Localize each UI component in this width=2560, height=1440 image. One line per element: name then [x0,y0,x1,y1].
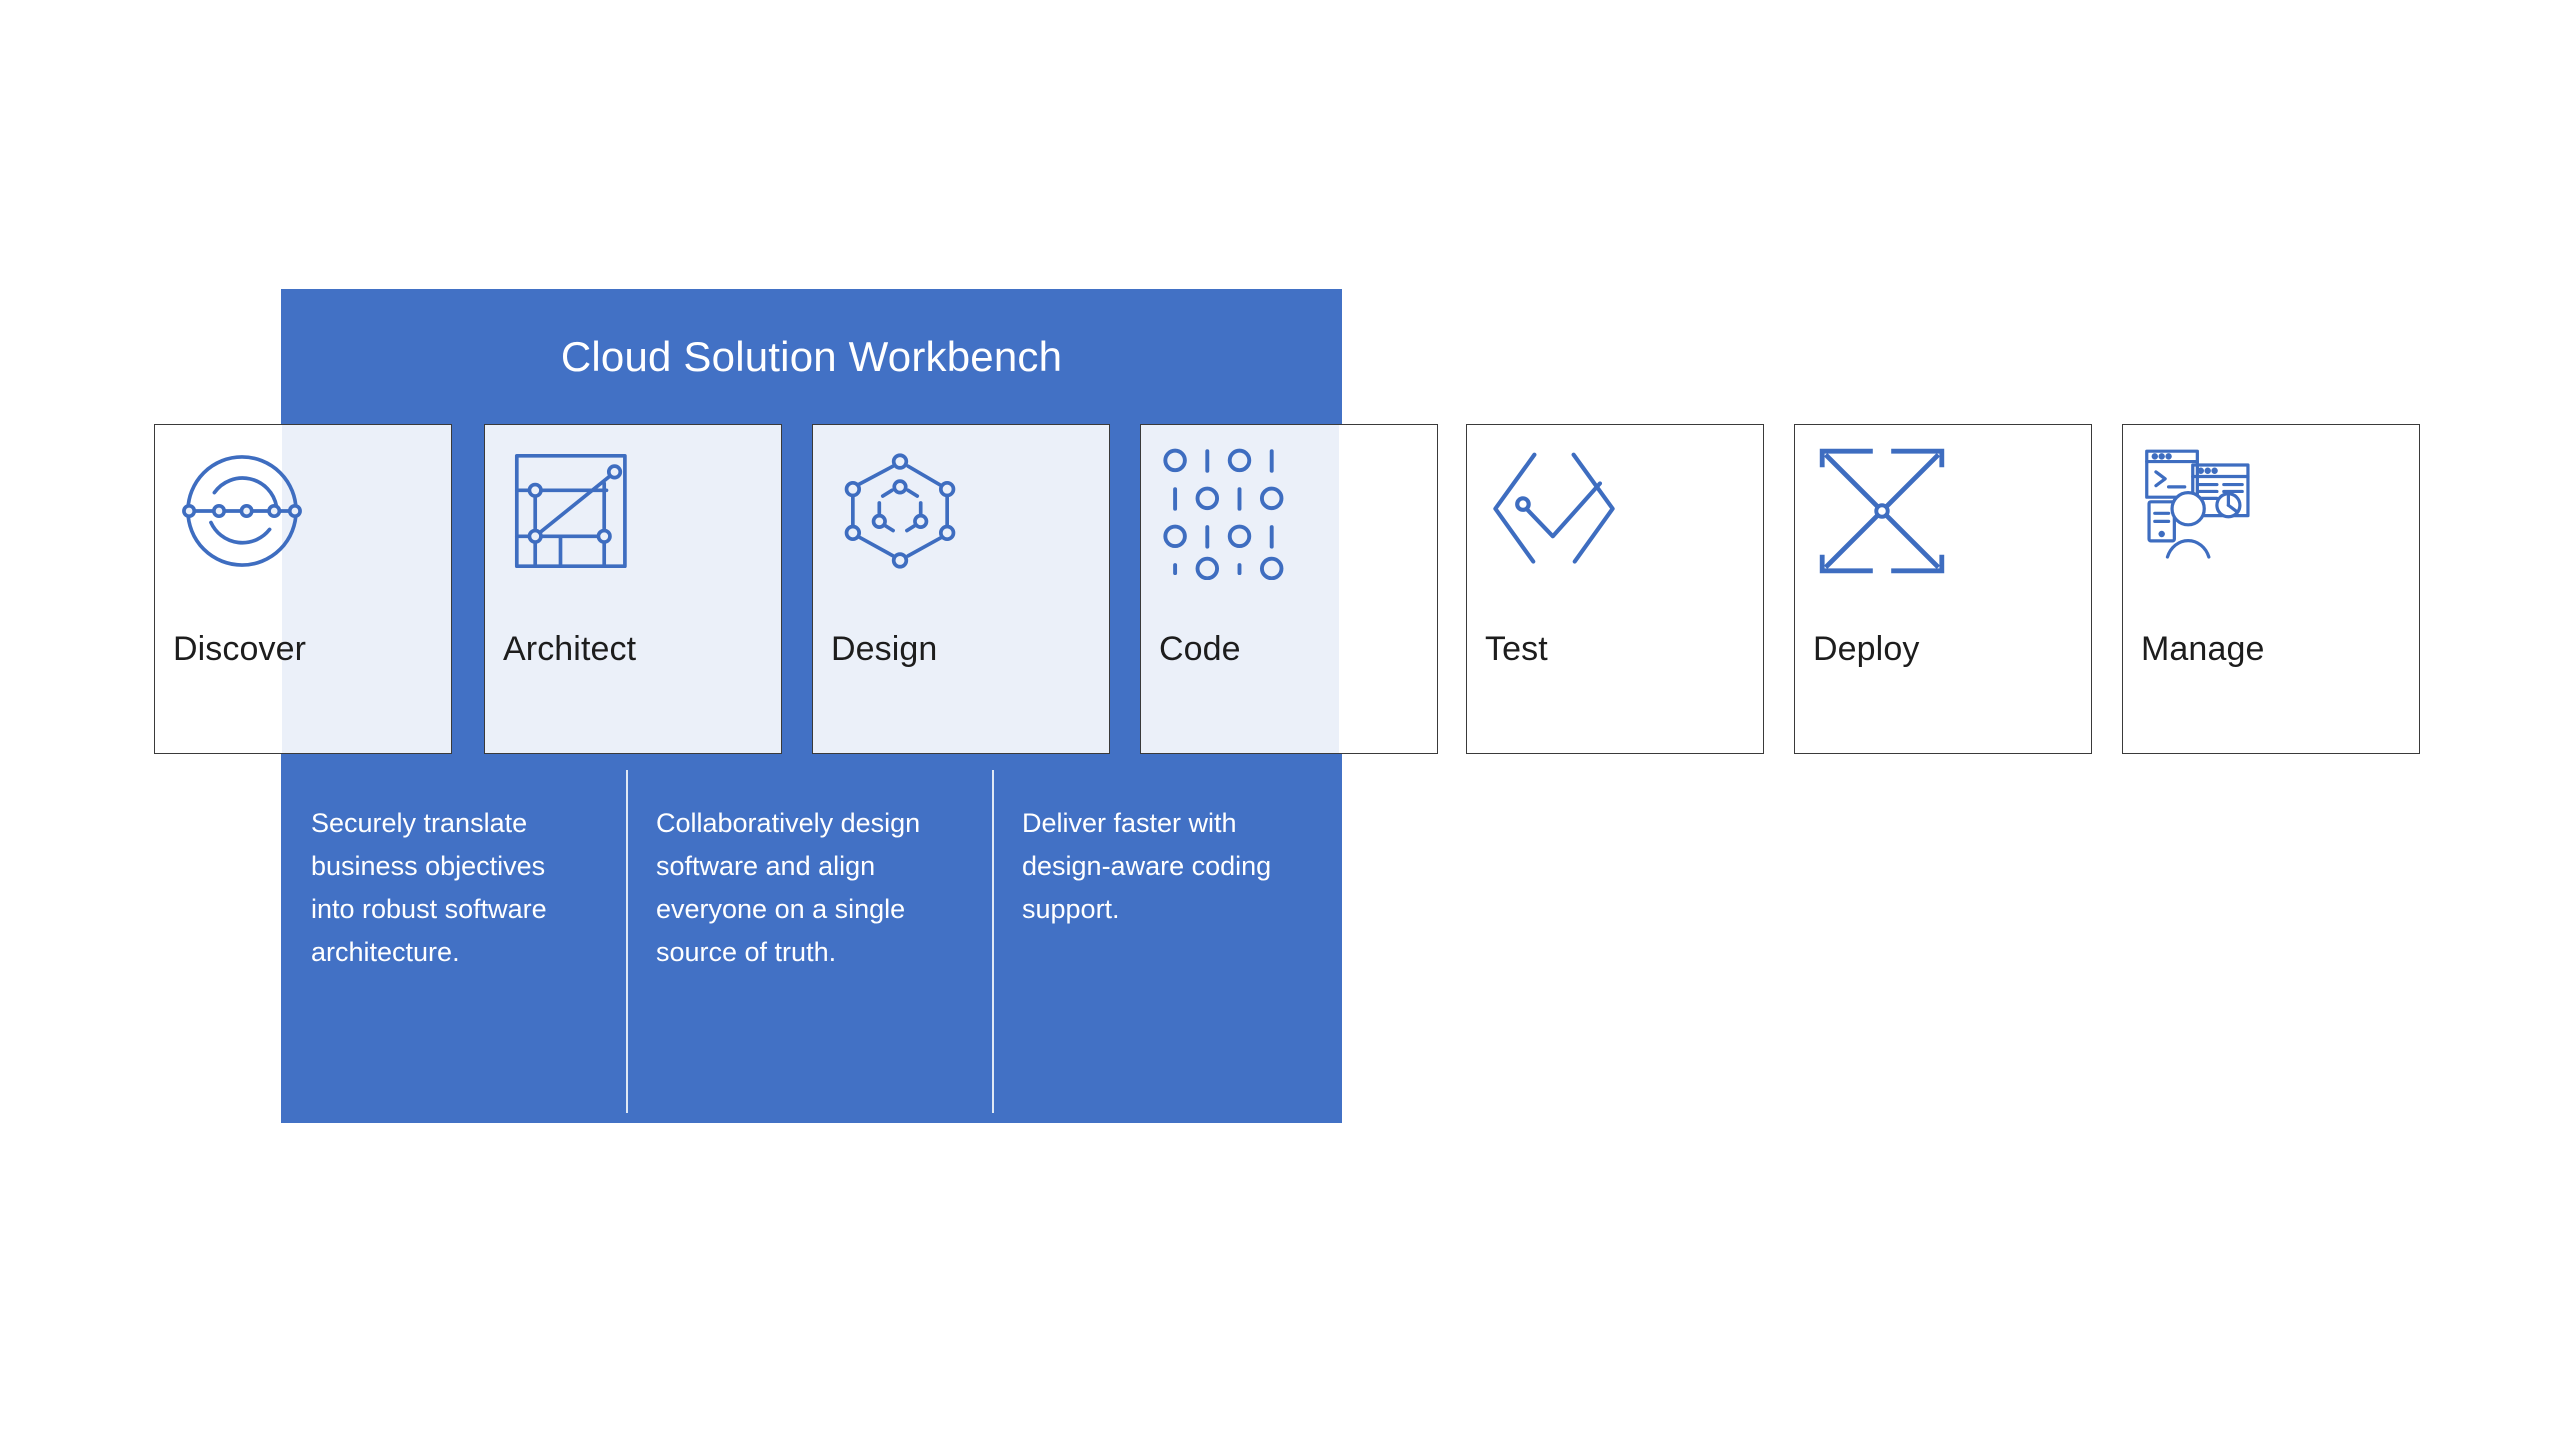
stage-description-text: Collaboratively design software and alig… [656,808,921,967]
stage-card-design[interactable]: Design [812,424,1110,754]
stage-card-test[interactable]: Test [1466,424,1764,754]
code-brackets-check-icon [1485,442,1623,580]
stage-card-row: Discover Architect [0,424,2560,756]
stage-card-code[interactable]: Code [1140,424,1438,754]
stage-description-text: Securely translate business objectives i… [311,808,547,967]
stage-card-deploy[interactable]: Deploy [1794,424,2092,754]
stage-description-architect: Securely translate business objectives i… [281,760,626,1123]
stage-description-text: Deliver faster with design-aware coding … [1022,808,1272,924]
binary-code-icon [1159,442,1297,580]
stage-description-design: Collaboratively design software and alig… [626,760,992,1123]
stage-card-label: Discover [173,630,307,668]
stage-description-strip: Securely translate business objectives i… [281,760,1342,1123]
stage-card-architect[interactable]: Architect [484,424,782,754]
stage-card-discover[interactable]: Discover [154,424,452,754]
stage-card-label: Code [1159,630,1241,668]
stage-card-label: Architect [503,630,637,668]
page-title: Cloud Solution Workbench [560,333,1063,380]
expand-arrows-icon [1813,442,1951,580]
stage-card-label: Deploy [1813,630,1920,668]
stage-card-manage[interactable]: Manage [2122,424,2420,754]
stage-description-code: Deliver faster with design-aware coding … [992,760,1342,1123]
architecture-grid-icon [503,442,641,580]
hexagon-network-icon [831,442,969,580]
dashboard-person-icon [2141,442,2279,580]
stage-card-label: Test [1485,630,1548,668]
stage-card-label: Design [831,630,938,668]
discovery-circle-icon [173,442,311,580]
stage-card-label: Manage [2141,630,2265,668]
